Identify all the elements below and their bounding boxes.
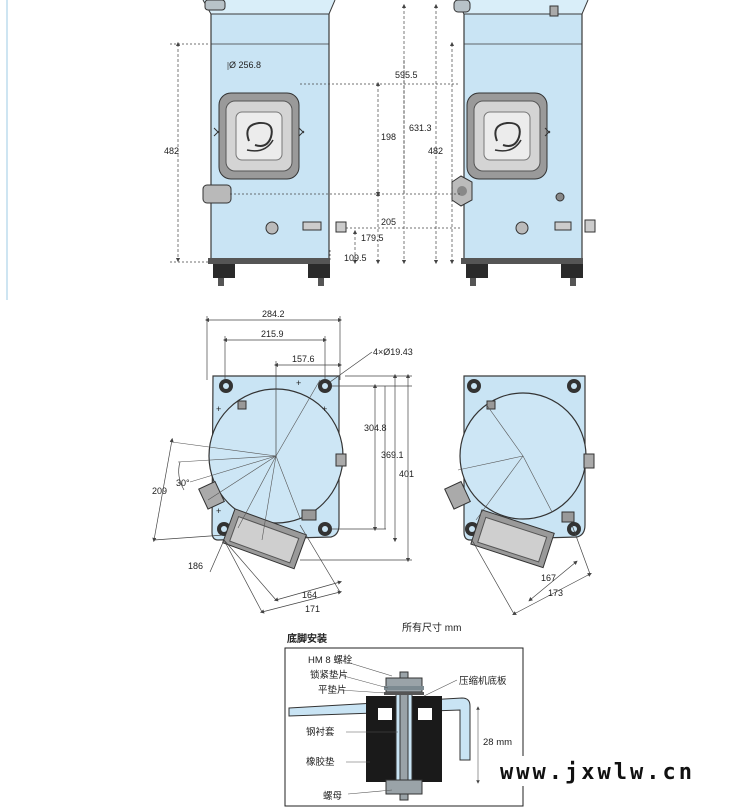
watermark: www.jxwlw.cn <box>500 760 695 785</box>
dim-diameter: Ø 256.8 <box>229 60 261 70</box>
label-thickness: 28 mm <box>483 737 512 748</box>
mount-assembly <box>288 671 471 801</box>
label-flat-washer: 平垫片 <box>318 684 347 696</box>
bottom-view-left: + + + + <box>171 375 347 570</box>
top-dimension-lines <box>170 3 460 265</box>
dim-209: 209 <box>152 486 167 496</box>
dim-284: 284.2 <box>262 309 285 319</box>
dim-173: 173 <box>548 588 563 598</box>
svg-text:+: + <box>322 404 327 414</box>
label-lock-washer: 锁紧垫片 <box>310 669 348 681</box>
side-view-left <box>202 0 347 286</box>
dim-109: 109.5 <box>344 253 367 263</box>
dim-164: 164 <box>302 590 317 600</box>
dim-205: 205 <box>381 217 396 227</box>
bottom-dimension-lines <box>152 316 592 615</box>
dim-482-right: 482 <box>428 146 443 156</box>
watermark-bg <box>494 756 739 786</box>
dim-215: 215.9 <box>261 329 284 339</box>
dim-171: 171 <box>305 604 320 614</box>
svg-text:+: + <box>296 378 301 388</box>
dim-595: 595.5 <box>395 70 418 80</box>
label-base-plate: 压缩机底板 <box>459 675 507 687</box>
label-rubber-pad: 橡胶垫 <box>306 756 335 768</box>
label-steel-sleeve: 钢衬套 <box>306 726 335 738</box>
dim-631: 631.3 <box>409 123 432 133</box>
dim-angle: 30° <box>176 478 190 488</box>
dim-198: 198 <box>381 132 396 142</box>
dim-179: 179.5 <box>361 233 384 243</box>
dim-369: 369.1 <box>381 450 404 460</box>
mount-leaders <box>339 659 480 795</box>
dim-186: 186 <box>188 561 203 571</box>
side-view-right <box>451 0 596 286</box>
dim-304: 304.8 <box>364 423 387 433</box>
dim-height-left: 482 <box>164 146 179 156</box>
bottom-view-right <box>444 375 595 569</box>
dim-157: 157.6 <box>292 354 315 364</box>
mount-title: 底脚安装 <box>287 632 327 645</box>
label-bolt: HM 8 螺栓 <box>308 654 353 666</box>
svg-text:+: + <box>216 404 221 414</box>
dim-167: 167 <box>541 573 556 583</box>
svg-text:+: + <box>216 506 221 516</box>
units-note: 所有尺寸 mm <box>402 621 461 634</box>
label-nut: 螺母 <box>323 791 342 802</box>
dim-holes: 4×Ø19.43 <box>373 347 413 357</box>
dim-401: 401 <box>399 469 414 479</box>
